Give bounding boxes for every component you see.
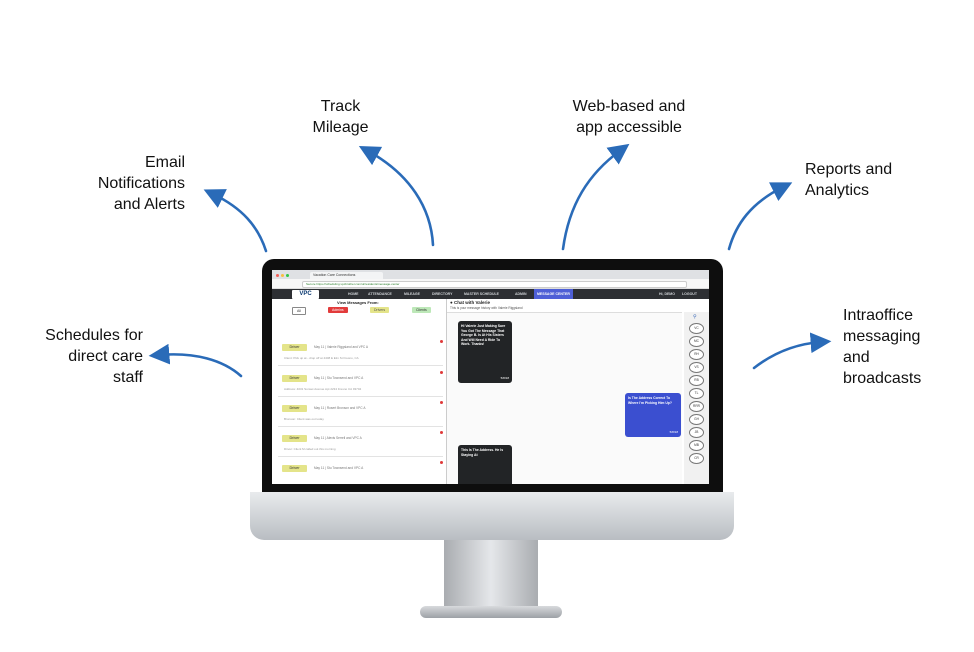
feature-intraoffice: Intraoffice messaging and broadcasts: [843, 307, 922, 387]
messages-panel: View Messages From: All Admins Drivers C…: [272, 299, 447, 484]
message-preview: Address: 4031 Sunset Avenue Apt 2234 Fre…: [284, 387, 362, 391]
arrow-to-reports: [727, 182, 793, 251]
arrow-to-email: [203, 189, 268, 253]
monitor-screen: Vacation Care Connections Secure https:/…: [272, 270, 709, 484]
feature-track-mileage: Track Mileage: [312, 98, 369, 136]
contact-avatar[interactable]: JB: [689, 427, 704, 438]
vpc-logo[interactable]: VPC: [292, 290, 319, 299]
monitor-stand: [444, 540, 538, 614]
contact-avatar[interactable]: GH: [689, 414, 704, 425]
contact-avatar[interactable]: MB: [689, 440, 704, 451]
filter-admins-button[interactable]: Admins: [328, 307, 348, 313]
sent-message: Is The Address Correct To Where I'm Pick…: [625, 393, 681, 437]
nav-admin[interactable]: ADMIN: [515, 292, 527, 296]
browser-tab[interactable]: Vacation Care Connections: [310, 272, 383, 279]
message-header: May 11 | Stu Townsend and VPC A: [314, 466, 364, 470]
nav-logout[interactable]: LOGOUT: [682, 292, 697, 296]
message-preview: Driver: Client M called out this morning: [284, 447, 336, 451]
received-message: This Is The Address. He Is Staying At: [458, 445, 512, 484]
browser-tab-bar: Vacation Care Connections: [272, 270, 709, 279]
message-item[interactable]: Driver May 11 | Alexis Serrell and VPC A…: [278, 430, 443, 457]
window-controls[interactable]: [276, 273, 291, 278]
message-item[interactable]: Driver May 11 | Stu Townsend and VPC A A…: [278, 370, 443, 397]
message-header: May 11 | Valerie Riggsland and VPC A: [314, 345, 369, 349]
arrow-to-schedules: [148, 343, 243, 378]
unread-dot: [440, 461, 443, 464]
unread-dot: [440, 431, 443, 434]
message-preview: Client: Pick up at - drop off at 4408 E …: [284, 356, 359, 360]
filter-all-button[interactable]: All: [292, 307, 306, 315]
driver-badge: Driver: [282, 344, 307, 351]
chat-subtitle: This is your message history with Valeri…: [450, 306, 523, 310]
driver-badge: Driver: [282, 435, 307, 442]
nav-home[interactable]: HOME: [348, 292, 359, 296]
monitor-chin: [250, 492, 734, 540]
arrow-to-mileage: [358, 146, 435, 247]
url-field[interactable]: Secure https://scheduling.vpcbrother.com…: [302, 281, 687, 288]
feature-email-notifications: Email Notifications and Alerts: [97, 154, 185, 213]
driver-badge: Driver: [282, 465, 307, 472]
chat-bubble-icon: ●: [450, 300, 453, 305]
message-header: May 11 | Alexis Serrell and VPC A: [314, 436, 362, 440]
message-item[interactable]: Driver May 11 | Stu Townsend and VPC A: [278, 460, 443, 484]
contact-avatar[interactable]: CR: [689, 453, 704, 464]
nav-message-center[interactable]: MESSAGE CENTER: [534, 289, 573, 300]
app-navbar: VPC HOME ATTENDANCE MILEAGE DIRECTORY MA…: [272, 289, 709, 300]
contact-avatar[interactable]: VC: [689, 323, 704, 334]
nav-directory[interactable]: DIRECTORY: [432, 292, 453, 296]
view-messages-title: View Messages From:: [337, 300, 379, 305]
filter-drivers-button[interactable]: Drivers: [370, 307, 390, 313]
contact-avatar[interactable]: VS: [689, 362, 704, 373]
message-item[interactable]: Driver May 11 | Rosert Bronson and VPC A…: [278, 400, 443, 427]
unread-dot: [440, 371, 443, 374]
message-date: 5/8/18: [500, 376, 509, 381]
received-message: Hi Valerie Just Making Sure You Got The …: [458, 321, 512, 383]
arrow-to-web: [561, 143, 630, 251]
nav-attendance[interactable]: ATTENDANCE: [368, 292, 392, 296]
contact-avatar[interactable]: RH: [689, 349, 704, 360]
feature-web-app: Web-based and app accessible: [572, 98, 686, 136]
feature-reports-analytics: Reports and Analytics: [805, 161, 893, 199]
monitor-base: [420, 606, 562, 618]
message-header: May 11 | Rosert Bronson and VPC A: [314, 406, 366, 410]
browser-address-bar: Secure https://scheduling.vpcbrother.com…: [272, 279, 709, 289]
message-item[interactable]: Driver May 11 | Valerie Riggsland and VP…: [278, 339, 443, 366]
message-preview: Bronson: Client was out today: [284, 417, 324, 421]
contact-list: ⚲ VC MC RH VS RB TL RRR GH JB MB CR: [684, 312, 709, 484]
arrow-to-intraoffice: [752, 332, 832, 370]
nav-mileage[interactable]: MILEAGE: [404, 292, 420, 296]
unread-dot: [440, 340, 443, 343]
contact-avatar[interactable]: RRR: [689, 401, 704, 412]
contact-avatar[interactable]: TL: [689, 388, 704, 399]
contact-avatar[interactable]: RB: [689, 375, 704, 386]
search-icon[interactable]: ⚲: [693, 314, 697, 320]
feature-schedules: Schedules for direct care staff: [45, 327, 143, 386]
chat-title: ● Chat with Valerie: [450, 300, 490, 305]
contact-avatar[interactable]: MC: [689, 336, 704, 347]
unread-dot: [440, 401, 443, 404]
message-header: May 11 | Stu Townsend and VPC A: [314, 376, 364, 380]
driver-badge: Driver: [282, 375, 307, 382]
message-date: 5/8/18: [669, 430, 678, 435]
chat-panel: ● Chat with Valerie This is your message…: [447, 299, 709, 484]
nav-user-greeting: Hi, DEMO: [659, 292, 675, 296]
chat-history[interactable]: Hi Valerie Just Making Sure You Got The …: [447, 312, 682, 484]
nav-master-schedule[interactable]: MASTER SCHEDULE: [464, 292, 500, 296]
driver-badge: Driver: [282, 405, 307, 412]
filter-clients-button[interactable]: Clients: [412, 307, 431, 313]
